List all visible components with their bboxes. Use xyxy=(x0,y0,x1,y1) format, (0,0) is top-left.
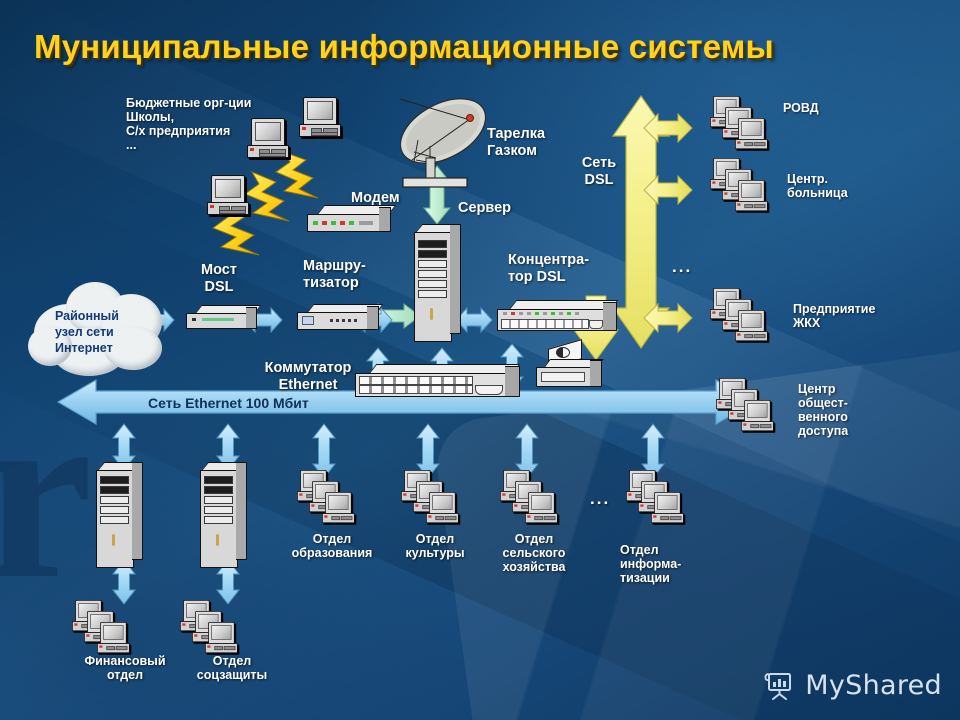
presentation-board-icon xyxy=(764,673,792,700)
public-access-line-3: венного xyxy=(798,410,848,424)
remote-site-rovd-line-1: РОВД xyxy=(783,101,819,115)
budget-orgs-line-3: С/х предприятия xyxy=(126,124,231,138)
remote-site-label-rovd: РОВД xyxy=(783,101,913,115)
computer-icon xyxy=(207,175,251,215)
agriculture-line-1: Отдел xyxy=(514,532,554,546)
remote-site-label-hospital: Центр. больница xyxy=(787,172,917,200)
culture-line-1: Отдел xyxy=(415,532,455,546)
public-access-line-4: доступа xyxy=(798,424,849,438)
ethernet-switch-device-icon xyxy=(355,364,525,398)
dsl-branch-arrows xyxy=(643,112,693,334)
ethernet-switch-line-1: Коммутатор xyxy=(264,360,352,376)
wireless-lightning-icons xyxy=(211,151,319,256)
agriculture-line-2: сельского xyxy=(502,546,566,560)
server-tower-icon xyxy=(414,224,461,342)
dsl-network-line-2: DSL xyxy=(584,172,614,188)
computer-icon xyxy=(247,118,291,158)
server-tower-icon xyxy=(200,462,247,568)
dsl-concentrator-label: Концентра- тор DSL xyxy=(508,252,618,286)
server-room-label-social: Отдел соцзащиты xyxy=(176,654,288,682)
informatics-line-3: тизации xyxy=(620,571,670,585)
dsl-concentrator-line-1: Концентра- xyxy=(508,252,590,268)
dsl-concentrator-line-2: тор DSL xyxy=(508,269,566,285)
ethernet-switch-label: Коммутатор Ethernet xyxy=(254,360,362,394)
computer-group-icon xyxy=(716,378,786,436)
agriculture-line-3: хозяйства xyxy=(502,560,566,574)
bus-downlink-arrows xyxy=(111,423,666,605)
budget-orgs-line-4: ... xyxy=(126,138,137,152)
modem-label: Модем xyxy=(351,190,400,206)
department-label-agriculture: Отдел сельского хозяйства xyxy=(484,532,584,574)
internet-cloud-line-3: Интернет xyxy=(55,341,113,355)
computer-group-icon xyxy=(710,288,780,346)
internet-cloud-label: Районный узел сети Интернет xyxy=(55,308,155,356)
finance-line-2: отдел xyxy=(106,668,144,682)
department-label-informatics: Отдел информа- тизации xyxy=(620,543,720,585)
dsl-network-label: Сеть DSL xyxy=(570,155,628,189)
budget-orgs-line-1: Бюджетные орг-ции xyxy=(126,96,252,110)
myshared-watermark: MyShared xyxy=(762,668,942,702)
router-line-2: тизатор xyxy=(303,275,359,291)
departments-ellipsis-label: ... xyxy=(590,489,611,508)
budget-orgs-line-2: Школы, xyxy=(126,110,175,124)
remote-site-hospital-line-1: Центр. xyxy=(787,172,829,186)
dsl-network-trunk-arrow xyxy=(611,94,671,350)
culture-line-2: культуры xyxy=(405,546,465,560)
remote-site-hospital-line-2: больница xyxy=(787,186,848,200)
ethernet-bus-label: Сеть Ethernet 100 Мбит xyxy=(148,395,309,411)
router-line-1: Маршру- xyxy=(303,258,366,274)
page-title: Муниципальные информационные системы xyxy=(34,28,774,65)
public-access-center-label: Центр общест- венного доступа xyxy=(798,382,918,438)
satellite-line-2: Газком xyxy=(487,143,537,159)
server-label: Сервер xyxy=(458,200,512,216)
remote-site-zhkh-line-2: ЖКХ xyxy=(793,316,821,330)
server-tower-icon xyxy=(96,462,143,568)
computer-group-icon xyxy=(297,470,367,528)
printer-icon xyxy=(536,339,604,388)
modem-device-icon xyxy=(307,205,397,237)
computer-group-icon xyxy=(710,96,780,154)
dsl-ellipsis-label: ... xyxy=(672,257,693,276)
satellite-line-1: Тарелка xyxy=(487,126,546,142)
public-access-line-2: общест- xyxy=(798,396,848,410)
internet-cloud-icon xyxy=(28,276,178,384)
server-room-label-finance: Финансовый отдел xyxy=(66,654,184,682)
computer-icon xyxy=(299,97,343,137)
public-access-line-1: Центр xyxy=(798,382,836,396)
social-line-2: соцзащиты xyxy=(196,668,268,682)
router-device-icon xyxy=(297,304,384,334)
computer-group-icon xyxy=(710,158,780,216)
informatics-line-2: информа- xyxy=(620,557,682,571)
internet-cloud-line-1: Районный xyxy=(55,309,119,323)
router-label: Маршру- тизатор xyxy=(303,258,399,292)
department-label-education: Отдел образования xyxy=(276,532,388,560)
ethernet-switch-line-2: Ethernet xyxy=(278,377,338,393)
computer-group-icon xyxy=(626,470,696,528)
dsl-network-line-1: Сеть xyxy=(581,155,617,171)
dsl-bridge-label: Мост DSL xyxy=(188,262,250,296)
computer-group-icon xyxy=(401,470,471,528)
dsl-bridge-line-1: Мост xyxy=(201,262,237,278)
remote-site-label-zhkh: Предприятие ЖКХ xyxy=(793,302,933,330)
myshared-brand-text: MyShared xyxy=(805,669,942,701)
education-line-2: образования xyxy=(291,546,373,560)
social-line-1: Отдел xyxy=(212,654,252,668)
department-label-culture: Отдел культуры xyxy=(386,532,484,560)
internet-cloud-line-2: узел сети xyxy=(55,325,114,339)
computer-group-icon xyxy=(72,600,142,658)
informatics-line-1: Отдел xyxy=(620,543,659,557)
computer-group-icon xyxy=(500,470,570,528)
satellite-dish-icon xyxy=(399,98,487,188)
education-line-1: Отдел xyxy=(312,532,352,546)
satellite-label: Тарелка Газком xyxy=(487,126,577,160)
budget-orgs-label: Бюджетные орг-ции Школы, С/х предприятия… xyxy=(126,96,316,152)
dsl-concentrator-device-icon xyxy=(497,300,621,334)
dsl-bridge-device-icon xyxy=(186,305,262,333)
dsl-bridge-line-2: DSL xyxy=(204,279,234,295)
finance-line-1: Финансовый xyxy=(84,654,166,668)
remote-site-zhkh-line-1: Предприятие xyxy=(793,302,876,316)
computer-group-icon xyxy=(180,600,250,658)
